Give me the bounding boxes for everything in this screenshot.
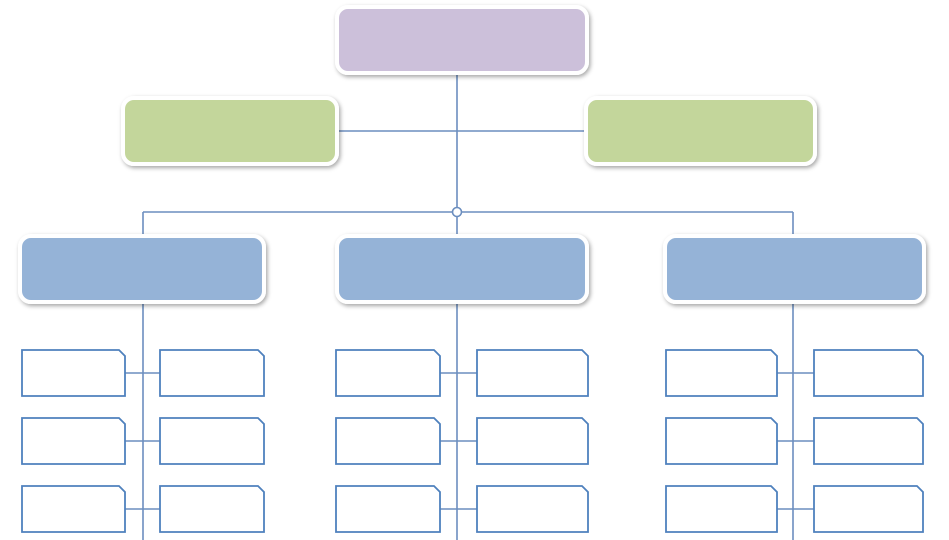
staff-node-1-2-2[interactable]	[159, 417, 265, 465]
manager-node-3[interactable]	[663, 234, 926, 304]
staff-node-3-3-2[interactable]	[813, 485, 924, 533]
assistant-node-1[interactable]	[121, 96, 339, 166]
manager-node-2[interactable]	[335, 234, 589, 304]
staff-node-1-2-1[interactable]	[21, 417, 126, 465]
connector-lines	[125, 73, 814, 540]
bus-junction-dot	[451, 206, 463, 218]
staff-node-2-1-1[interactable]	[335, 349, 441, 397]
staff-node-1-3-1[interactable]	[21, 485, 126, 533]
staff-node-2-2-2[interactable]	[476, 417, 589, 465]
staff-node-2-3-2[interactable]	[476, 485, 589, 533]
staff-node-1-3-2[interactable]	[159, 485, 265, 533]
staff-node-3-1-2[interactable]	[813, 349, 924, 397]
staff-node-3-1-1[interactable]	[665, 349, 778, 397]
staff-node-2-3-1[interactable]	[335, 485, 441, 533]
staff-node-1-1-2[interactable]	[159, 349, 265, 397]
root-node[interactable]	[335, 5, 589, 75]
staff-node-2-2-1[interactable]	[335, 417, 441, 465]
manager-node-1[interactable]	[18, 234, 266, 304]
staff-node-2-1-2[interactable]	[476, 349, 589, 397]
org-nodes	[18, 5, 926, 533]
staff-node-3-3-1[interactable]	[665, 485, 778, 533]
staff-node-3-2-2[interactable]	[813, 417, 924, 465]
staff-node-3-2-1[interactable]	[665, 417, 778, 465]
staff-node-1-1-1[interactable]	[21, 349, 126, 397]
assistant-node-2[interactable]	[584, 96, 817, 166]
